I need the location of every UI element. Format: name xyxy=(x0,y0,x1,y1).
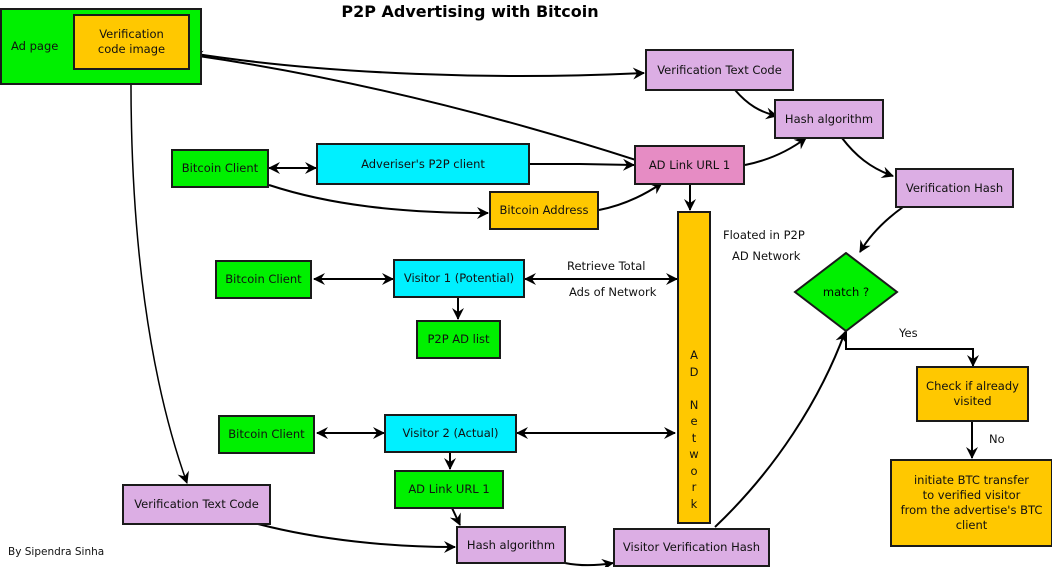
visitor1-node: Visitor 1 (Potential) xyxy=(393,259,525,298)
hash-algorithm-bottom-node: Hash algorithm xyxy=(456,526,566,564)
p2p-ad-list-node: P2P AD list xyxy=(416,320,501,359)
retrieve-annotation-1: Retrieve Total xyxy=(567,259,646,273)
arrow-code-image-to-text-code xyxy=(189,52,645,80)
bitcoin-client-visitor1-node: Bitcoin Client xyxy=(215,260,312,299)
verification-hash-node: Verification Hash xyxy=(895,168,1014,208)
initiate-transfer-node: initiate BTC transfer to verified visito… xyxy=(890,459,1052,547)
check-visited-node: Check if already visited xyxy=(916,366,1029,422)
bitcoin-address-node: Bitcoin Address xyxy=(489,191,599,230)
visitor2-node: Visitor 2 (Actual) xyxy=(384,414,517,453)
ad-network-letter: e xyxy=(690,414,698,428)
verification-text-code-bottom-node: Verification Text Code xyxy=(122,484,271,525)
ad-network-letter: k xyxy=(690,496,698,511)
arrow-verification-hash-to-match xyxy=(859,206,904,253)
author-credit: By Sipendra Sinha xyxy=(8,546,105,558)
arrow-ad-link-to-hash-bottom xyxy=(449,507,461,526)
arrow-text-code-to-hash xyxy=(734,89,778,120)
bitcoin-client-visitor2-node: Bitcoin Client xyxy=(218,415,315,454)
arrow-hash-to-visitor-hash xyxy=(564,558,614,567)
yes-label: Yes xyxy=(899,326,918,340)
arrow-match-yes xyxy=(845,330,979,367)
verification-code-image-node: Verification code image xyxy=(73,14,190,70)
bitcoin-client-advertiser-node: Bitcoin Client xyxy=(171,149,269,188)
arrow-code-image-to-bottom-text-code xyxy=(130,68,189,484)
advertiser-p2p-client-node: Adveriser's P2P client xyxy=(316,143,530,185)
arrow-ad-link-to-code-image xyxy=(191,50,637,161)
arrow-bottom-text-code-to-hash xyxy=(257,523,456,553)
ad-network-letter: N xyxy=(689,397,699,412)
verification-text-code-top-node: Verification Text Code xyxy=(645,49,794,91)
retrieve-annotation-2: Ads of Network xyxy=(569,285,657,299)
arrow-hash-to-verification-hash xyxy=(841,137,894,179)
ad-network-letter: r xyxy=(691,480,697,494)
ad-link-url-top-node: AD Link URL 1 xyxy=(634,145,745,185)
no-label: No xyxy=(989,432,1005,446)
visitor-verification-hash-node: Visitor Verification Hash xyxy=(613,528,770,567)
floated-annotation-2: AD Network xyxy=(732,249,801,263)
diamond-shape xyxy=(793,251,899,333)
arrow-ad-link-to-hash xyxy=(744,137,807,166)
ad-link-url-bottom-node: AD Link URL 1 xyxy=(394,470,504,509)
ad-network-letter: w xyxy=(689,447,699,461)
match-label: match ? xyxy=(822,285,870,299)
ad-network-letter: A xyxy=(690,348,698,362)
match-decision-node: match ? xyxy=(793,251,899,333)
ad-network-letter: o xyxy=(690,463,698,478)
ad-network-letter: t xyxy=(691,430,697,445)
diagram-title: P2P Advertising with Bitcoin xyxy=(341,2,599,21)
ad-network-letter xyxy=(692,380,696,397)
arrow-advertiser-to-ad-link xyxy=(530,158,635,171)
floated-annotation-1: Floated in P2P xyxy=(723,228,805,242)
arrow-visitor-hash-to-match xyxy=(714,331,847,528)
hash-algorithm-top-node: Hash algorithm xyxy=(774,99,884,139)
ad-network-letter: D xyxy=(689,364,699,379)
arrow-btc-client-to-address xyxy=(268,184,489,219)
ad-page-label: Ad page xyxy=(11,39,59,53)
arrow-address-to-ad-link xyxy=(598,182,663,211)
